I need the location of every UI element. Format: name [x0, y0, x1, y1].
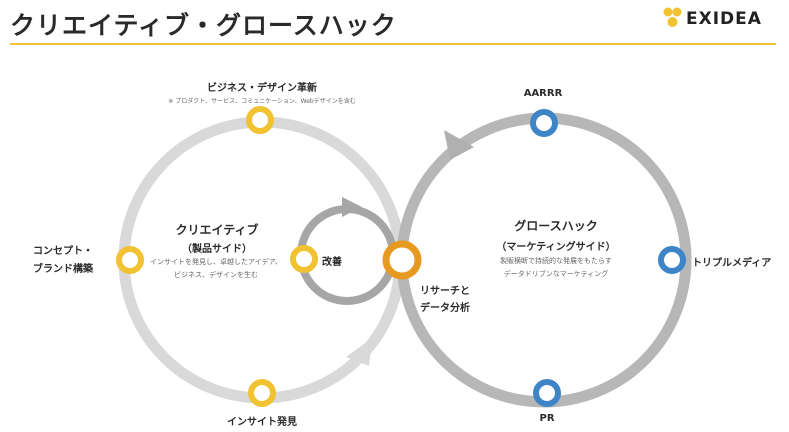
- creative-cycle-arrow: [346, 338, 372, 366]
- growth-cycle-arrow: [444, 130, 474, 160]
- growth-subtitle: （マーケティングサイド）: [496, 242, 616, 253]
- label-research-line2: データ分析: [420, 303, 470, 314]
- node-insight: [248, 379, 276, 407]
- label-concept-line1: コンセプト・: [33, 246, 93, 257]
- node-business-design: [246, 106, 274, 134]
- growth-desc-line1: 製販横断で持続的な発展をもたらす: [500, 257, 612, 265]
- logo-text: EXIDEA: [686, 9, 762, 29]
- label-pr: PR: [539, 413, 555, 424]
- growth-title: グロースハック: [514, 219, 598, 233]
- creative-title: クリエイティブ: [175, 223, 259, 237]
- growth-desc-line2: データドリブンなマーケティング: [503, 270, 609, 278]
- node-pr: [533, 379, 561, 407]
- label-research-line1: リサーチと: [420, 286, 470, 297]
- label-business-design-note: ※ プロダクト、サービス、コミュニケーション、Webデザインを含む: [168, 98, 356, 105]
- label-business-design: ビジネス・デザイン革新: [207, 83, 317, 94]
- label-aarrr: AARRR: [523, 88, 563, 99]
- label-triple-media: トリプルメディア: [692, 258, 772, 269]
- improvement-loop-arrow: [342, 197, 362, 217]
- title-underline: [10, 43, 776, 45]
- node-concept-brand: [116, 246, 144, 274]
- label-improvement: 改善: [322, 257, 342, 268]
- node-aarrr: [530, 109, 558, 137]
- slide-title: クリエイティブ・グロースハック: [10, 11, 397, 40]
- label-concept-brand: コンセプト・ ブランド構築: [33, 242, 93, 275]
- creative-desc-line2: ビジネス、デザインを生む: [174, 271, 258, 279]
- node-research-data: [382, 240, 422, 280]
- label-concept-line2: ブランド構築: [33, 264, 93, 275]
- creative-subtitle: （製品サイド）: [182, 244, 252, 255]
- node-triple-media: [658, 246, 686, 274]
- logo-mark-icon: [663, 7, 682, 27]
- creative-desc-line1: インサイトを発見し、卓越したアイデア、: [150, 258, 282, 266]
- label-insight: インサイト発見: [227, 417, 297, 428]
- label-research-data: リサーチと データ分析: [420, 282, 470, 314]
- exidea-logo: EXIDEA: [662, 6, 772, 32]
- node-improvement: [290, 245, 318, 273]
